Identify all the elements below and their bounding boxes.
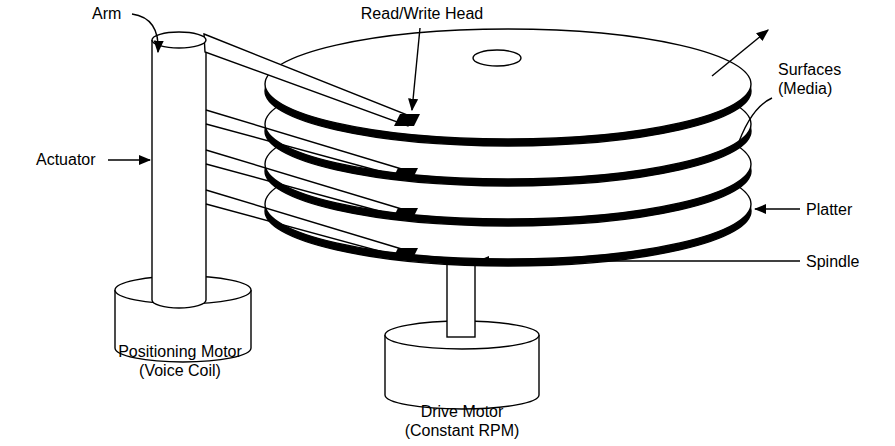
platter-label: Platter bbox=[806, 200, 876, 219]
spindle-label: Spindle bbox=[806, 252, 876, 271]
positioning-motor-label: Positioning Motor (Voice Coil) bbox=[105, 342, 255, 380]
actuator-label: Actuator bbox=[36, 150, 108, 169]
head-label: Read/Write Head bbox=[342, 4, 502, 23]
surfaces-label: Surfaces (Media) bbox=[778, 60, 856, 98]
drive-motor-label: Drive Motor (Constant RPM) bbox=[395, 402, 530, 440]
arm-label: Arm bbox=[92, 4, 152, 23]
